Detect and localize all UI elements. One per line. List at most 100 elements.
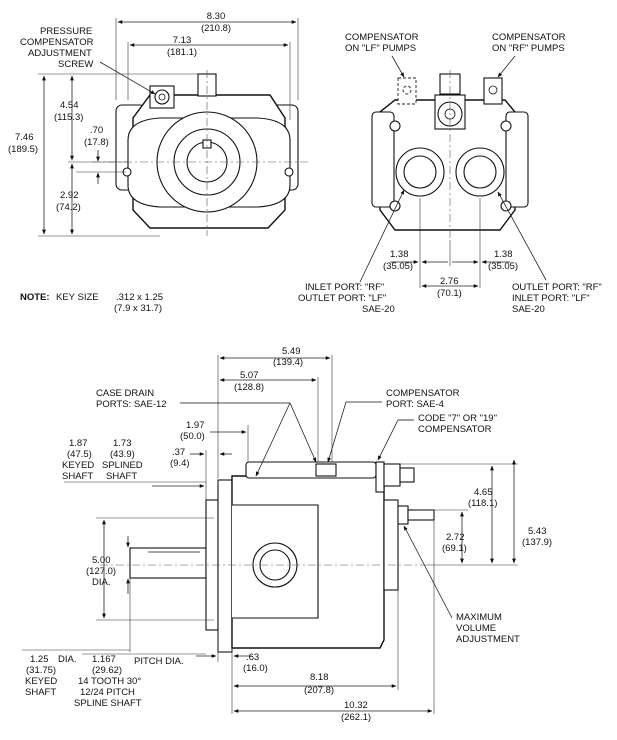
dim-125-in: 1.25 bbox=[30, 654, 49, 665]
leader-outlet-right bbox=[497, 191, 547, 281]
label-max-vol-3: ADJUSTMENT bbox=[456, 634, 520, 645]
dim-746-mm: (189.5) bbox=[8, 144, 38, 155]
dim-138a-mm: (35.05) bbox=[383, 261, 413, 272]
label-outlet-rf: OUTLET PORT: "RF" bbox=[512, 282, 602, 293]
rear-right-ear bbox=[505, 111, 529, 208]
leader-comp-port bbox=[327, 401, 347, 463]
label-adjustment: ADJUSTMENT bbox=[28, 48, 92, 59]
rear-port-left-inner bbox=[403, 155, 437, 189]
dim-063-in: .63 bbox=[246, 652, 259, 663]
dim-138a-in: 1.38 bbox=[390, 249, 409, 260]
front-view bbox=[92, 70, 310, 236]
label-comp-rf-2: ON "RF" PUMPS bbox=[492, 43, 565, 54]
dim-549-in: 5.49 bbox=[282, 346, 301, 357]
label-code-2: COMPENSATOR bbox=[418, 424, 492, 435]
leader-inlet-left bbox=[359, 189, 405, 283]
leader-comp-rf bbox=[497, 55, 516, 78]
rear-left-ear bbox=[371, 111, 395, 208]
dim-272-mm: (69.1) bbox=[442, 543, 467, 554]
leader-case-drain-b bbox=[289, 402, 317, 463]
label-spline-3: SPLINE SHAFT bbox=[74, 698, 142, 709]
side-dimensions: 5.49 (139.4) 5.07 (128.8) 1.97 (50.0) .3… bbox=[22, 346, 552, 723]
dim-746-in: 7.46 bbox=[15, 132, 34, 143]
rear-comp-rf bbox=[483, 77, 503, 105]
dim-465-mm: (118.1) bbox=[468, 498, 497, 509]
dim-187-in: 1.87 bbox=[69, 438, 88, 449]
dim-187-mm: (47.5) bbox=[67, 449, 92, 460]
label-comp-rf-1: COMPENSATOR bbox=[492, 32, 566, 43]
dim-830-in: 8.30 bbox=[207, 11, 226, 22]
dim-272-in: 2.72 bbox=[446, 532, 465, 543]
front-adjust-screw bbox=[154, 89, 170, 105]
dim-197-mm: (50.0) bbox=[180, 431, 205, 442]
dim-713-mm: (181.1) bbox=[167, 47, 197, 58]
side-end-cap bbox=[383, 499, 399, 591]
dim-454-mm: (115.3) bbox=[54, 112, 83, 123]
rear-bolt-tr bbox=[500, 120, 512, 132]
dim-1032-in: 10.32 bbox=[344, 700, 368, 711]
label-keyed-shaft-b1: KEYED bbox=[25, 676, 57, 687]
label-inlet-lf: INLET PORT: "LF" bbox=[512, 293, 590, 304]
rear-dimensions: COMPENSATOR ON "LF" PUMPS COMPENSATOR ON… bbox=[298, 32, 602, 315]
label-screw: SCREW bbox=[58, 59, 93, 70]
label-keyed-shaft-2: SHAFT bbox=[62, 471, 93, 482]
dim-138b-in: 1.38 bbox=[494, 249, 513, 260]
leader-comp-lf bbox=[391, 55, 405, 78]
leader-code bbox=[377, 419, 399, 461]
dim-454-in: 4.54 bbox=[60, 100, 79, 111]
side-flange bbox=[217, 479, 233, 653]
label-max-vol-1: MAXIMUM bbox=[456, 612, 502, 623]
dim-292-in: 2.92 bbox=[60, 190, 79, 201]
dim-507-in: 5.07 bbox=[240, 370, 259, 381]
label-code-1: CODE "7" OR "19" bbox=[418, 413, 497, 424]
rear-port-right-inner bbox=[463, 155, 497, 189]
side-comp-port bbox=[315, 463, 337, 477]
label-sae20-right: SAE-20 bbox=[512, 304, 545, 315]
dim-173-mm: (43.9) bbox=[110, 449, 135, 460]
front-adjust-screw-center bbox=[158, 93, 166, 101]
side-comp-fitting bbox=[383, 463, 401, 487]
label-splined-shaft-1: SPLINED bbox=[102, 460, 143, 471]
label-keyed-shaft-1: KEYED bbox=[62, 460, 94, 471]
side-max-vol-screw bbox=[397, 505, 409, 525]
dim-818-in: 8.18 bbox=[310, 672, 329, 683]
dim-1032-mm: (262.1) bbox=[341, 712, 371, 723]
dim-070-in: .70 bbox=[90, 125, 103, 136]
dim-197-in: 1.97 bbox=[186, 420, 205, 431]
label-compensator: COMPENSATOR bbox=[20, 37, 94, 48]
note-key-size-mm: (7.9 x 31.7) bbox=[114, 303, 162, 314]
dim-276-mm: (70.1) bbox=[437, 288, 462, 299]
label-pitch-dia: PITCH DIA. bbox=[134, 656, 184, 667]
dim-1167-in: 1.167 bbox=[92, 654, 116, 665]
dim-173-in: 1.73 bbox=[113, 438, 132, 449]
dim-830-mm: (210.8) bbox=[201, 23, 231, 34]
label-dia: DIA. bbox=[58, 654, 76, 665]
label-comp-port-2: PORT: SAE-4 bbox=[386, 399, 444, 410]
note-prefix: NOTE: bbox=[20, 292, 50, 303]
dim-543-mm: (137.9) bbox=[522, 537, 552, 548]
dim-125-mm: (31.75) bbox=[26, 665, 56, 676]
label-keyed-shaft-b2: SHAFT bbox=[25, 687, 56, 698]
dim-465-in: 4.65 bbox=[474, 487, 493, 498]
label-case-drain-1: CASE DRAIN bbox=[96, 388, 154, 399]
leader-case-drain-a bbox=[255, 402, 291, 477]
dim-549-mm: (139.4) bbox=[273, 357, 303, 368]
label-dia-side: DIA. bbox=[92, 577, 110, 588]
label-inlet-rf: INLET PORT: "RF" bbox=[305, 282, 384, 293]
note-key-size-in: .312 x 1.25 bbox=[116, 292, 163, 303]
side-view bbox=[100, 461, 435, 653]
note-text: KEY SIZE bbox=[56, 292, 99, 303]
label-comp-port-1: COMPENSATOR bbox=[386, 388, 460, 399]
dim-276-in: 2.76 bbox=[440, 276, 459, 287]
dim-543-in: 5.43 bbox=[528, 526, 547, 537]
label-comp-lf-1: COMPENSATOR bbox=[345, 32, 419, 43]
label-case-drain-2: PORTS: SAE-12 bbox=[96, 399, 167, 410]
label-spline-2: 12/24 PITCH bbox=[80, 687, 135, 698]
side-shaft bbox=[129, 547, 207, 579]
dim-1167-mm: (29.62) bbox=[92, 665, 122, 676]
dim-500-mm: (127.0) bbox=[86, 566, 116, 577]
leader-max-vol bbox=[403, 525, 453, 619]
label-comp-lf-2: ON "LF" PUMPS bbox=[345, 43, 416, 54]
